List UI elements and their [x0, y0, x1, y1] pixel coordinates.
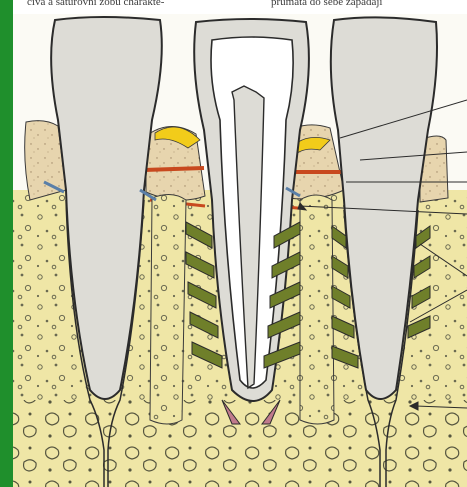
cancellous-bone-lower [13, 400, 467, 487]
periodontium-diagram [13, 0, 467, 487]
interdental-septum-left [150, 194, 186, 424]
interdental-septum-right [300, 195, 334, 424]
crest-line-left [144, 168, 204, 170]
green-sidebar [0, 0, 13, 487]
